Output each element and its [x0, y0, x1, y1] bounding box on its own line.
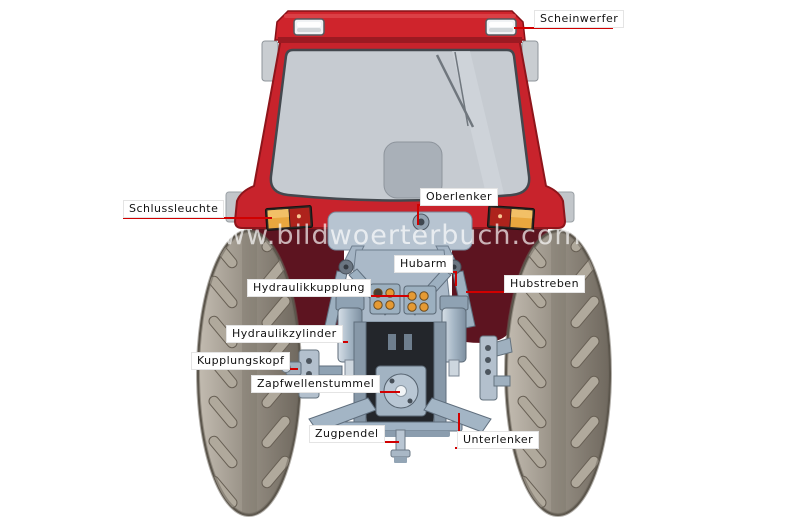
hydraulic-couplers: [369, 283, 437, 315]
right-tail-light: [486, 205, 536, 231]
wiper-arm: [454, 51, 469, 127]
label-kupplungskopf: Kupplungskopf: [191, 352, 291, 370]
label-hydraulikkupplung: Hydraulikkupplung: [247, 279, 371, 297]
label-oberlenker: Oberlenker: [420, 188, 498, 206]
three-point-hitch: [281, 211, 513, 463]
label-hubarm: Hubarm: [394, 255, 454, 273]
right-hydraulic-cylinder: [439, 295, 469, 377]
label-hydraulikzylinder: Hydraulikzylinder: [226, 325, 343, 343]
label-scheinwerfer: Scheinwerfer: [534, 10, 625, 28]
label-hubstreben: Hubstreben: [504, 275, 586, 293]
label-zugpendel: Zugpendel: [309, 425, 385, 443]
driver-seat: [383, 141, 443, 199]
leader-unterlenker: [458, 413, 460, 433]
label-schlussleuchte: Schlussleuchte: [123, 200, 225, 218]
pto-stub: [375, 365, 427, 417]
cab: [234, 10, 566, 231]
label-unterlenker: Unterlenker: [457, 431, 540, 449]
right-headlight: [485, 18, 517, 36]
rear-window: [269, 48, 531, 202]
cab-roof: [274, 10, 526, 41]
left-tail-light: [264, 205, 314, 231]
leader-oberlenker: [417, 204, 419, 225]
label-zapfwellenstummel: Zapfwellenstummel: [251, 375, 381, 393]
leader-schlussleuchte: [123, 217, 272, 219]
left-headlight: [293, 18, 325, 36]
wiper-blade: [435, 54, 475, 128]
right-link-bracket: [479, 335, 513, 401]
leader-scheinwerfer: [514, 27, 613, 29]
leader-hubarm: [455, 271, 457, 286]
